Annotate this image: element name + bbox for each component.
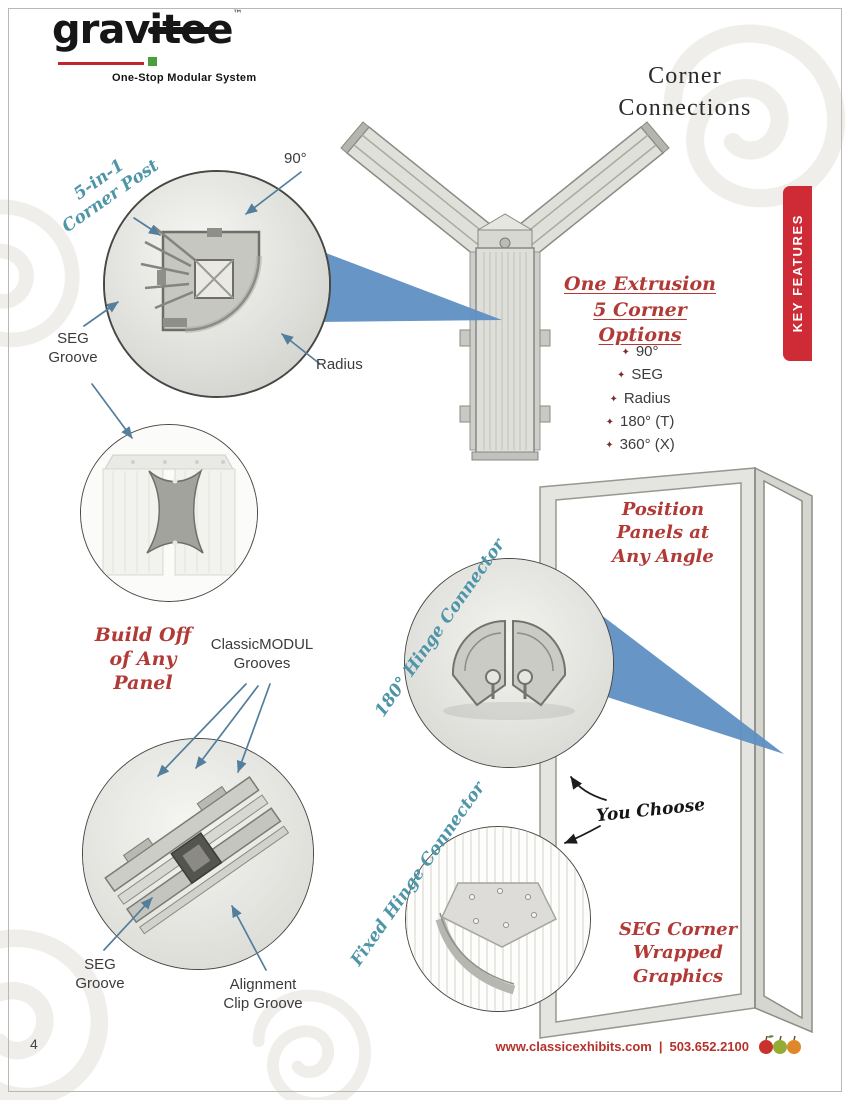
trademark-symbol: ™ <box>232 9 243 20</box>
option-label: SEG <box>631 366 664 384</box>
logo-tagline: One-Stop Modular System <box>112 72 257 84</box>
option-item: ✦ SEG <box>558 363 722 386</box>
footer-separator: | <box>658 1038 663 1054</box>
arrow-seg-groove-down <box>91 383 133 439</box>
page-number: 4 <box>30 1036 38 1052</box>
diamond-bullet-icon: ✦ <box>605 440 614 451</box>
logo-red-bar <box>58 62 144 65</box>
corner-options-list: ✦90° ✦SEG ✦Radius ✦180° (T) ✦360° (X) <box>558 340 722 456</box>
key-features-label: KEY FEATURES <box>790 214 805 333</box>
gravitee-logo: gravitee™ One-Stop Modular System <box>52 10 292 98</box>
logo-green-square <box>148 57 157 66</box>
option-item: ✦ Radius <box>558 387 722 410</box>
phone-number[interactable]: 503.652.2100 <box>669 1038 749 1054</box>
key-features-tab[interactable]: KEY FEATURES <box>783 186 812 361</box>
corner-detail-photo <box>81 425 257 601</box>
option-label: 360° (X) <box>619 436 675 453</box>
option-item: ✦ 180° (T) <box>558 410 722 433</box>
arrow-choose-up <box>570 776 607 801</box>
logo-crossbar <box>148 27 214 34</box>
option-label: 180° (T) <box>620 412 675 430</box>
seg-corner-wrapped-text: SEG Corner Wrapped Graphics <box>618 919 738 987</box>
option-label: 90° <box>635 343 659 360</box>
seg-groove-label-bottom: SEG Groove <box>75 956 125 992</box>
you-choose-text: You Choose <box>595 794 707 827</box>
classicmodul-grooves-label: ClassicMODUL Grooves <box>210 636 314 672</box>
angle-90-label: 90° <box>284 150 307 167</box>
diamond-bullet-icon: ✦ <box>605 416 615 428</box>
callout-triangle-corner-post <box>316 250 502 322</box>
option-item: ✦ 90° <box>558 340 722 363</box>
position-panels-text: Position Panels at Any Angle <box>612 499 714 567</box>
arrow-choose-down <box>564 825 601 844</box>
page-title: Corner Connections <box>618 63 752 122</box>
diamond-bullet-icon: ✦ <box>609 393 618 405</box>
build-off-label: Build Off of Any Panel <box>94 624 192 694</box>
alignment-clip-groove-label: Alignment Clip Groove <box>223 976 303 1012</box>
corner-post-cross-section <box>105 172 329 396</box>
corner-post-photo-circle <box>103 170 331 398</box>
option-label: Radius <box>623 389 671 407</box>
footer-contact: www.classicexhibits.com | 503.652.2100 <box>496 1033 802 1059</box>
option-item: ✦ 360° (X) <box>558 433 722 456</box>
corner-detail-photo-circle <box>80 424 258 602</box>
classic-exhibits-fruit-logo <box>759 1035 801 1054</box>
diamond-bullet-icon: ✦ <box>616 370 626 382</box>
panel-extrusion-photo-circle <box>82 738 314 970</box>
website-link[interactable]: www.classicexhibits.com <box>495 1038 652 1054</box>
panel-extrusion-photo <box>83 739 313 969</box>
radius-label: Radius <box>316 356 363 373</box>
diamond-bullet-icon: ✦ <box>621 347 630 358</box>
seg-groove-label-top: SEG Groove <box>48 330 98 366</box>
hinge-extrusion-photo <box>405 559 613 767</box>
hinge-180-photo-circle <box>404 558 614 768</box>
callout-triangle-hinge <box>600 614 784 754</box>
extrusion-options-heading: One Extrusion 5 Corner Options <box>564 273 716 347</box>
